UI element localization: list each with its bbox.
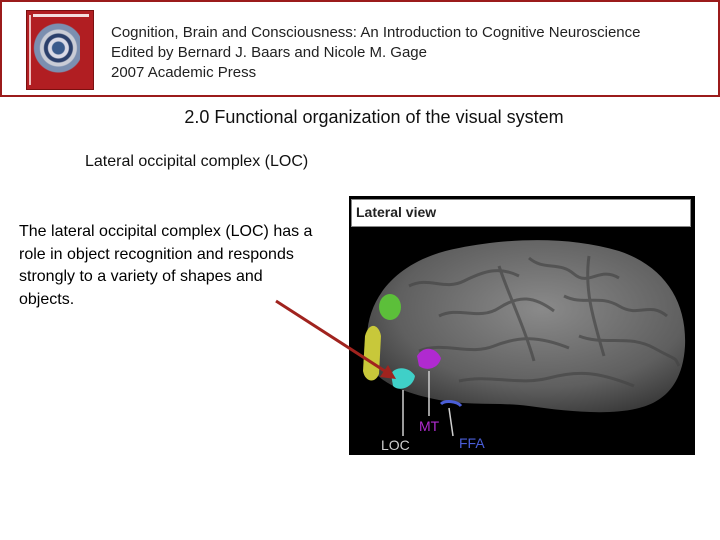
slide-title: 2.0 Functional organization of the visua… <box>0 107 720 128</box>
ffa-label: FFA <box>459 435 485 451</box>
book-publisher: 2007 Academic Press <box>111 63 640 83</box>
ffa-region <box>441 402 461 406</box>
ffa-leader-line <box>449 408 453 436</box>
yellow-region <box>363 326 381 381</box>
slide-body-text: The lateral occipital complex (LOC) has … <box>19 221 319 311</box>
book-citation: Cognition, Brain and Consciousness: An I… <box>111 23 640 83</box>
brain-surface <box>366 240 685 412</box>
cover-title-strip <box>33 14 89 17</box>
green-region <box>379 294 401 320</box>
cover-artwork <box>32 21 80 75</box>
brain-lateral-view-figure: Lateral view LOC MT <box>349 196 695 455</box>
slide-subtitle: Lateral occipital complex (LOC) <box>85 153 308 171</box>
book-cover-image <box>26 10 94 90</box>
mt-label: MT <box>419 418 440 434</box>
book-editors: Edited by Bernard J. Baars and Nicole M.… <box>111 43 640 63</box>
book-title: Cognition, Brain and Consciousness: An I… <box>111 23 640 43</box>
loc-label: LOC <box>381 437 410 453</box>
cover-spine <box>29 15 31 85</box>
slide-header: Cognition, Brain and Consciousness: An I… <box>0 0 720 97</box>
brain-illustration: LOC MT FFA <box>349 196 695 455</box>
